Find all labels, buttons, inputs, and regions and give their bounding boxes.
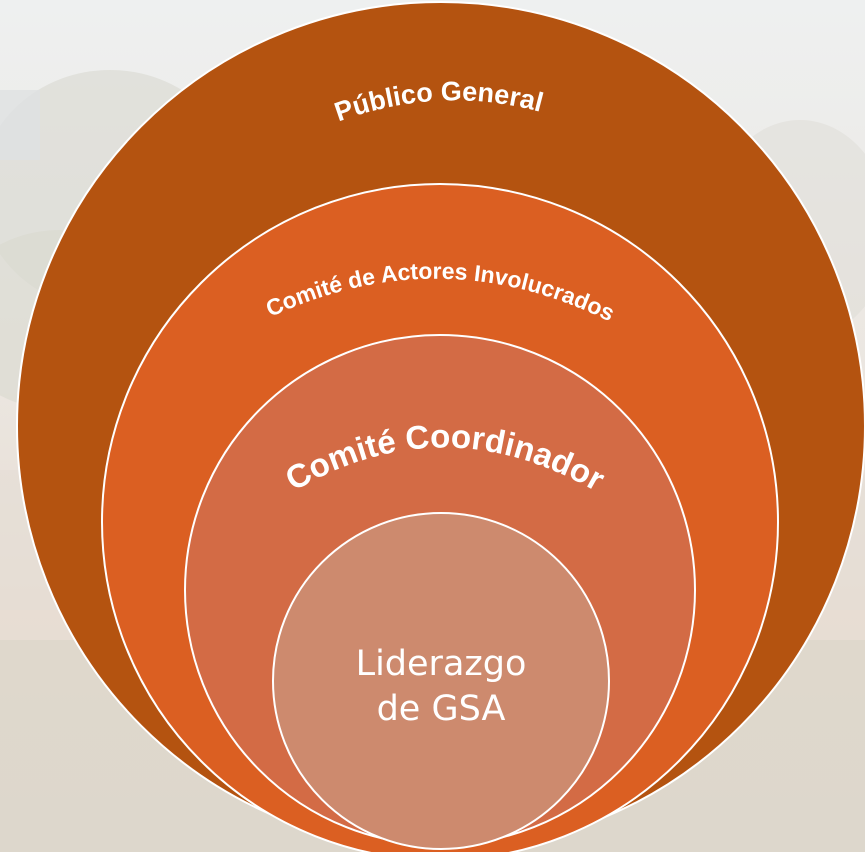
core-label-line1: Liderazgo bbox=[356, 644, 527, 684]
core-label-line2: de GSA bbox=[377, 689, 506, 729]
core-liderazgo-gsa bbox=[272, 512, 610, 850]
